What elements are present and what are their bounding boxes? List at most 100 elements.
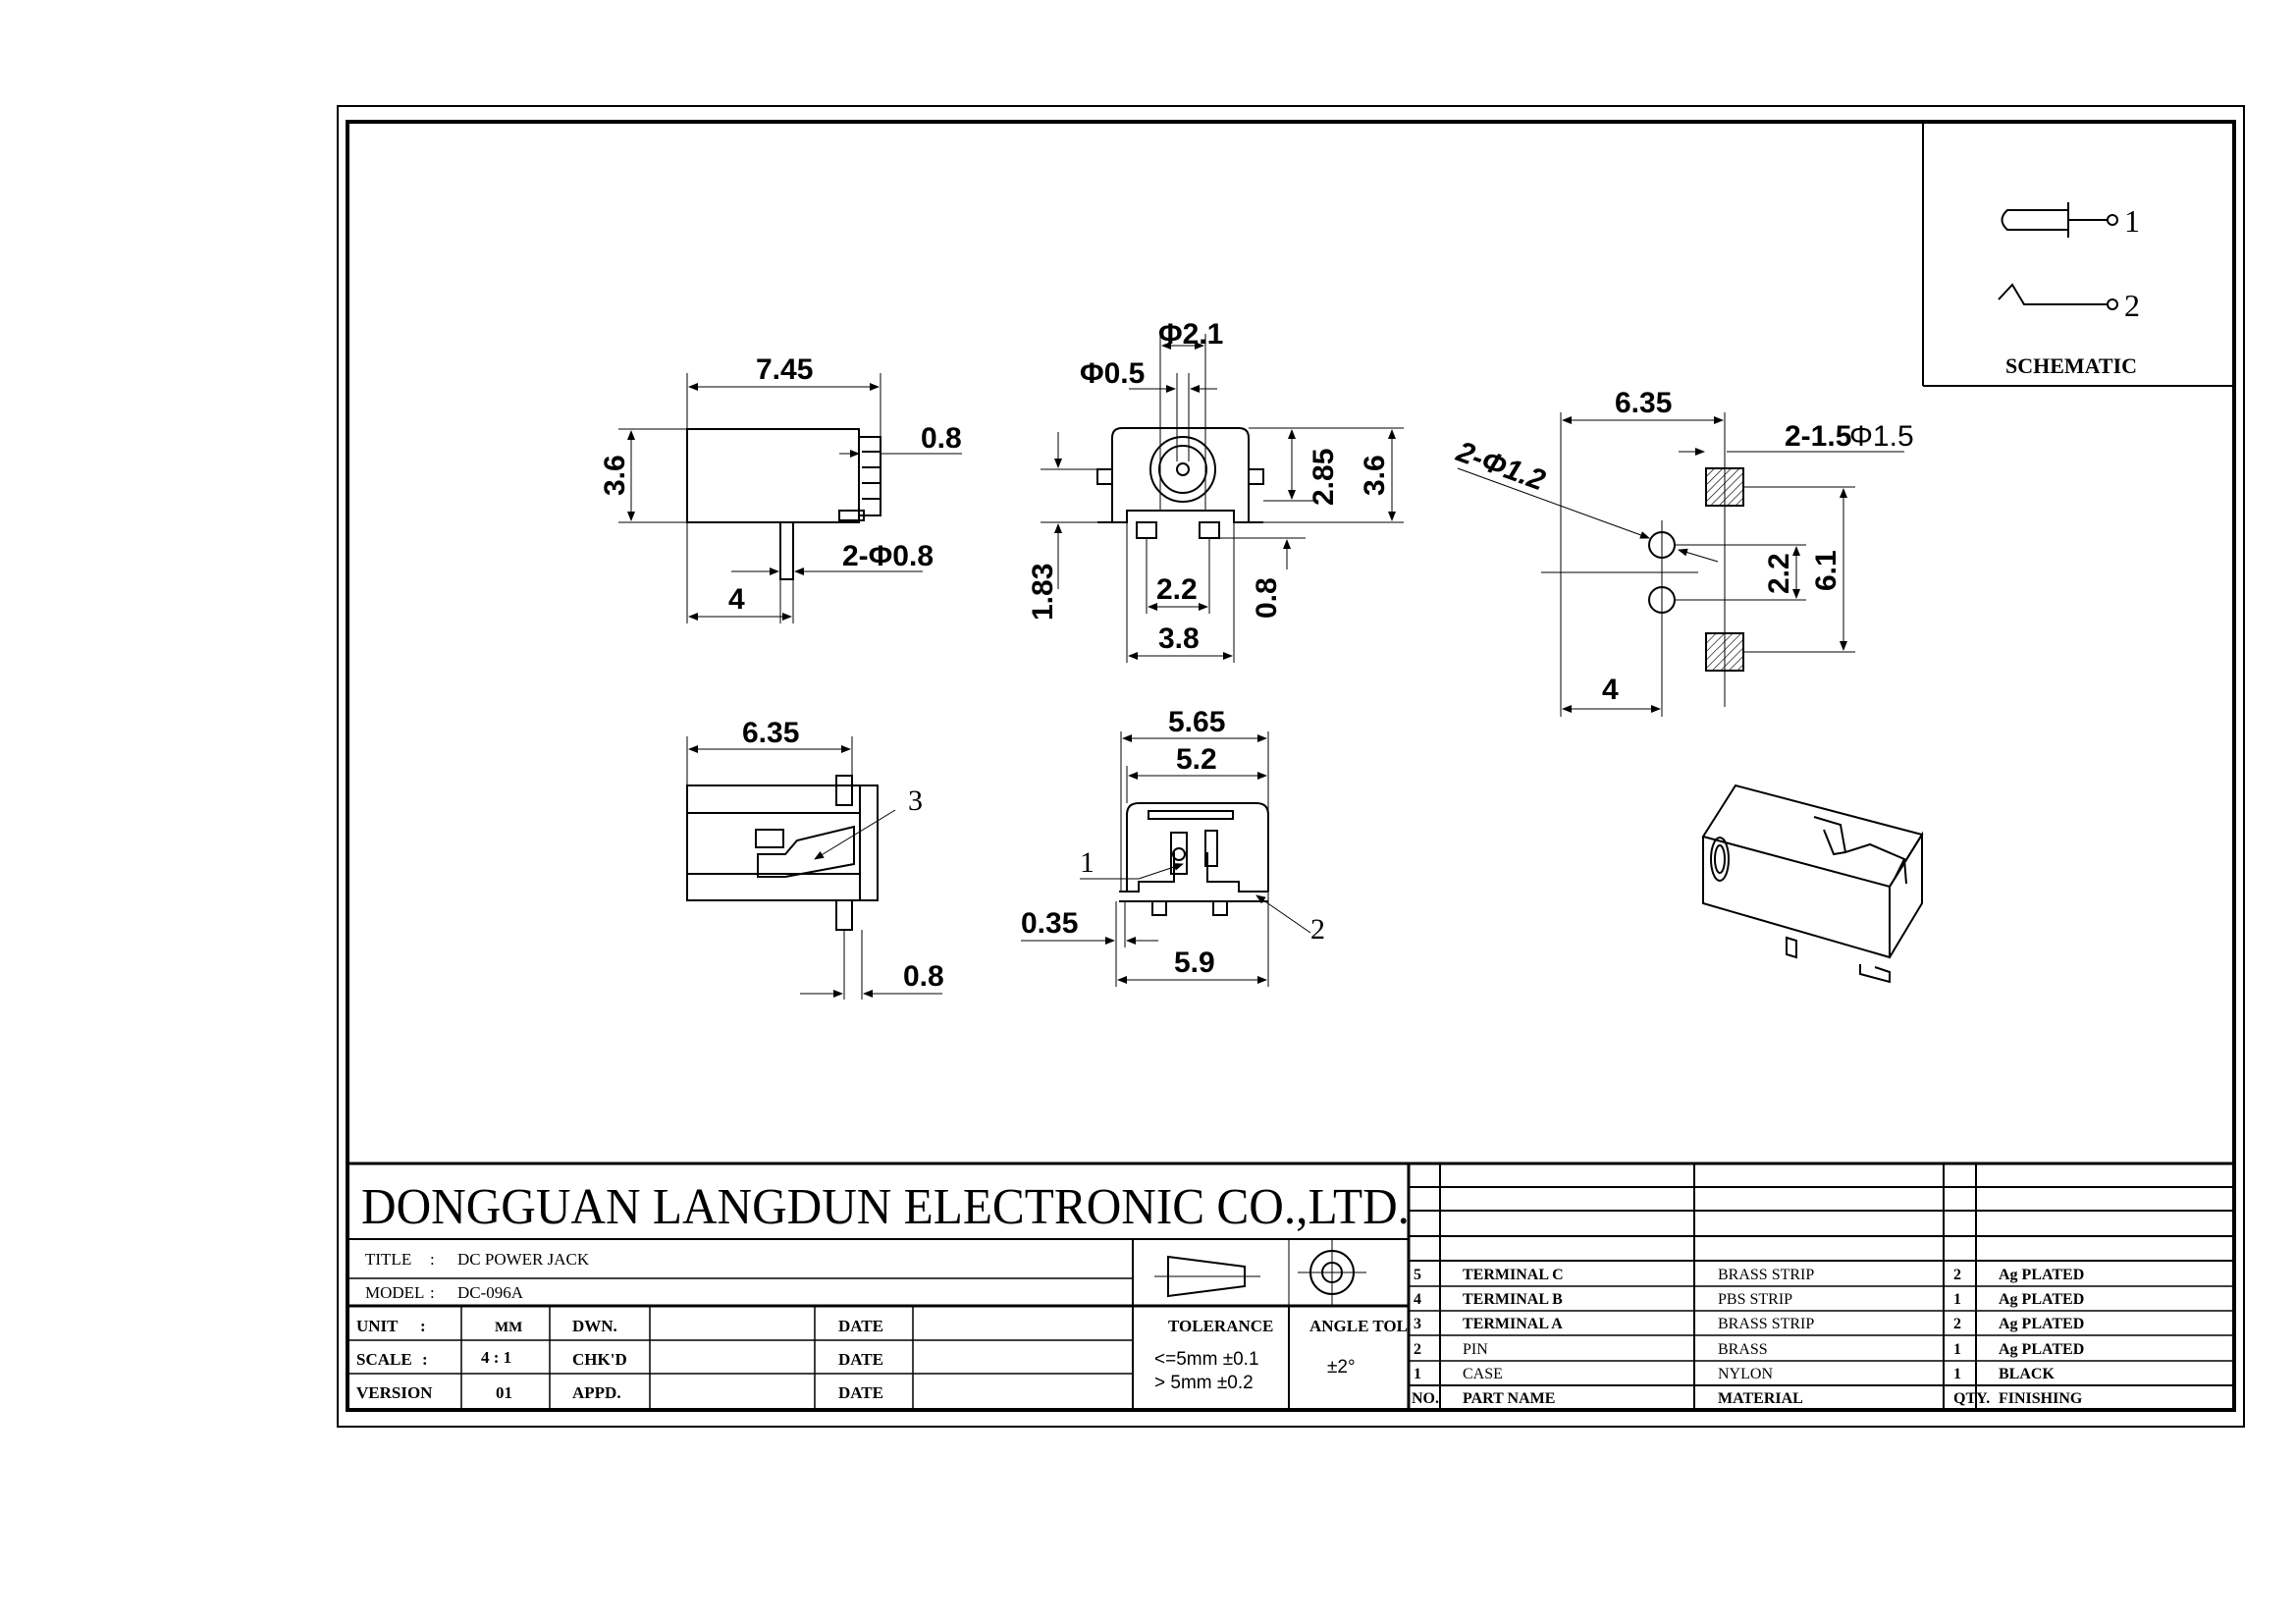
dim-6-35-pcb: 6.35 xyxy=(1615,387,1672,419)
bom-cell-qty: 1 xyxy=(1953,1366,1961,1382)
dim-7-45: 7.45 xyxy=(756,353,813,386)
bom-cell-part: TERMINAL A xyxy=(1463,1316,1563,1332)
bom-cell-material: BRASS STRIP xyxy=(1718,1267,1814,1283)
bom-cell-qty: 1 xyxy=(1953,1341,1961,1358)
bom-header-material: MATERIAL xyxy=(1718,1390,1803,1407)
bom-cell-no: 4 xyxy=(1414,1291,1421,1308)
dim-3-6-right: 3.6 xyxy=(1359,455,1391,496)
dim-3-8: 3.8 xyxy=(1158,622,1200,655)
scale-colon: : xyxy=(422,1350,428,1369)
model-value: DC-096A xyxy=(457,1283,524,1302)
rear-view-labels: 5.65 5.2 1 2 0.35 5.9 xyxy=(1021,706,1325,979)
schematic-spring-symbol xyxy=(1998,283,2108,305)
unit-label: UNIT xyxy=(356,1317,399,1335)
outer-border xyxy=(337,105,2245,1428)
isometric-view xyxy=(1701,784,1924,984)
callout-3: 3 xyxy=(908,784,923,817)
title-colon: : xyxy=(430,1250,435,1269)
bom-header-finish: FINISHING xyxy=(1999,1390,2083,1407)
dim-5-65: 5.65 xyxy=(1168,706,1225,738)
unit-value: MM xyxy=(495,1320,522,1335)
dim-2-1-5: 2-1.5 xyxy=(1785,420,1851,453)
bom-cell-qty: 1 xyxy=(1953,1291,1961,1308)
dim-5-9: 5.9 xyxy=(1174,947,1215,979)
bom-cell-finish: Ag PLATED xyxy=(1999,1267,2084,1283)
bom-cell-qty: 2 xyxy=(1953,1316,1961,1332)
projection-cone-symbol xyxy=(1167,1255,1246,1298)
tolerance-line-2: > 5mm ±0.2 xyxy=(1154,1373,1254,1393)
dim-phi2-1: Φ2.1 xyxy=(1158,318,1223,351)
version-label: VERSION xyxy=(356,1383,433,1402)
model-colon: : xyxy=(430,1283,435,1302)
schematic-pin1-label: 1 xyxy=(2124,203,2140,239)
version-value: 01 xyxy=(496,1383,512,1402)
dim-phi0-5: Φ0.5 xyxy=(1080,357,1145,390)
bom-header-no: NO. xyxy=(1412,1390,1439,1407)
dim-6-35-side: 6.35 xyxy=(742,717,799,749)
dim-4-pcb: 4 xyxy=(1602,674,1619,706)
title-block xyxy=(347,1162,2234,1410)
callout-1: 1 xyxy=(1080,846,1095,879)
dim-2phi1-2: 2-Φ1.2 xyxy=(1452,435,1550,497)
dim-3-6-left: 3.6 xyxy=(599,455,631,496)
date-label-1: DATE xyxy=(838,1317,883,1335)
bottom-side-labels: 6.35 3 0.8 xyxy=(742,717,944,993)
bom-cell-no: 2 xyxy=(1414,1341,1421,1358)
bom-cell-finish: Ag PLATED xyxy=(1999,1291,2084,1308)
schematic-label: SCHEMATIC xyxy=(2005,353,2137,378)
bom-header-qty: QTY. xyxy=(1953,1390,1990,1407)
schematic-box: 1 2 SCHEMATIC xyxy=(1922,122,2234,387)
angle-tol-label: ANGLE TOL xyxy=(1309,1317,1408,1335)
bom-header-part: PART NAME xyxy=(1463,1390,1555,1407)
bottom-side-view xyxy=(686,736,942,1000)
appd-label: APPD. xyxy=(572,1383,621,1402)
schematic-pin2-label: 2 xyxy=(2124,288,2140,323)
bom-cell-no: 5 xyxy=(1414,1267,1421,1283)
dim-2-2-pcb: 2.2 xyxy=(1763,553,1795,594)
company-name: DONGGUAN LANGDUN ELECTRONIC CO.,LTD. xyxy=(361,1179,1410,1235)
bom-cell-qty: 2 xyxy=(1953,1267,1961,1283)
scale-value: 4 : 1 xyxy=(481,1348,511,1367)
title-label: TITLE xyxy=(365,1250,411,1269)
title-block-text: DONGGUAN LANGDUN ELECTRONIC CO.,LTD. TIT… xyxy=(356,1179,1410,1402)
chkd-label: CHK'D xyxy=(572,1350,627,1369)
side-view xyxy=(618,373,962,623)
pcb-footprint-view xyxy=(1457,412,1904,717)
bom-cell-no: 1 xyxy=(1414,1366,1421,1382)
bom-cell-part: PIN xyxy=(1463,1341,1488,1358)
front-view-labels: Φ2.1 Φ0.5 2.85 3.6 1.83 2.2 0.8 3.8 xyxy=(1027,318,1391,655)
title-value: DC POWER JACK xyxy=(457,1250,590,1269)
dim-2phi0-8: 2-Φ0.8 xyxy=(842,540,934,572)
dim-1-83: 1.83 xyxy=(1027,564,1059,621)
pcb-footprint-labels: 6.35 2-1.5 Φ1.5 2-Φ1.2 2.2 6.1 4 xyxy=(1452,387,1914,706)
bom-cell-material: BRASS STRIP xyxy=(1718,1316,1814,1332)
bom-cell-finish: Ag PLATED xyxy=(1999,1316,2084,1332)
date-label-2: DATE xyxy=(838,1350,883,1369)
dim-2-85: 2.85 xyxy=(1308,449,1340,506)
tolerance-line-1: <=5mm ±0.1 xyxy=(1154,1349,1259,1370)
bom-cell-part: TERMINAL B xyxy=(1463,1291,1563,1308)
dim-0-8-front: 0.8 xyxy=(1251,577,1283,619)
bom-cell-material: BRASS xyxy=(1718,1341,1768,1358)
side-view-labels: 7.45 0.8 3.6 2-Φ0.8 4 xyxy=(599,353,962,616)
bom-cell-finish: BLACK xyxy=(1999,1366,2055,1382)
dwn-label: DWN. xyxy=(572,1317,617,1335)
scale-label: SCALE xyxy=(356,1350,412,1369)
date-label-3: DATE xyxy=(838,1383,883,1402)
dim-5-2: 5.2 xyxy=(1176,743,1217,776)
schematic-pin-symbol xyxy=(2001,209,2068,231)
bom-cell-finish: Ag PLATED xyxy=(1999,1341,2084,1358)
model-label: MODEL xyxy=(365,1283,424,1302)
dim-phi1-5: Φ1.5 xyxy=(1849,420,1914,453)
dim-2-2-front: 2.2 xyxy=(1156,573,1198,606)
bom-cell-part: CASE xyxy=(1463,1366,1503,1382)
tolerance-label: TOLERANCE xyxy=(1168,1317,1273,1335)
rear-view xyxy=(1021,731,1311,987)
unit-colon: : xyxy=(420,1317,426,1335)
callout-2: 2 xyxy=(1310,913,1325,946)
front-view xyxy=(1041,334,1404,663)
bom-cell-no: 3 xyxy=(1414,1316,1421,1332)
dim-0-8-bottom: 0.8 xyxy=(903,960,944,993)
